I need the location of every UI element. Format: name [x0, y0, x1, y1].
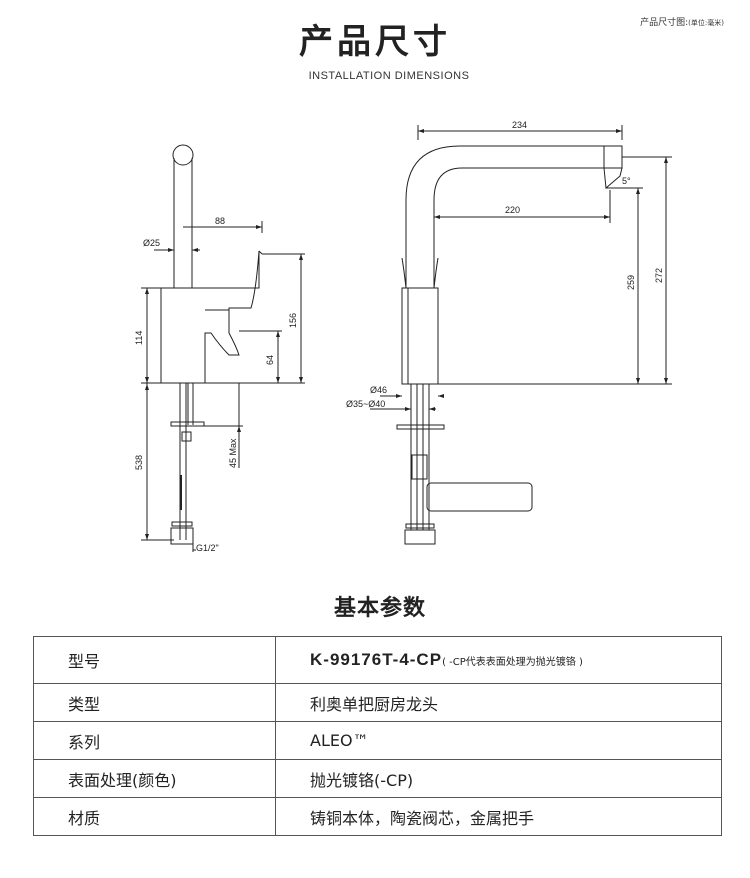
- spec-value: K-99176T-4-CP( -CP代表表面处理为抛光镀铬 ): [275, 636, 722, 684]
- dim-259-label: 259: [626, 275, 636, 290]
- spec-key: 材质: [33, 797, 276, 836]
- dim-dia25-label: Ø25: [143, 238, 160, 248]
- spec-key: 类型: [33, 683, 276, 722]
- hole-dia-label: Ø35~Ø40: [346, 399, 385, 409]
- dim-272-label: 272: [654, 268, 664, 283]
- arrowheads: [145, 129, 668, 540]
- dim-234-label: 234: [512, 120, 527, 130]
- angle-5-label: 5°: [622, 176, 631, 186]
- model-note: ( -CP代表表面处理为抛光镀铬 ): [442, 657, 583, 668]
- right-view: [370, 125, 672, 545]
- specs-title: 基本参数: [333, 596, 426, 621]
- model-number: K-99176T-4-CP: [310, 650, 443, 669]
- dim-220-label: 220: [505, 205, 520, 215]
- spec-value: 铸铜本体，陶瓷阀芯，金属把手: [275, 797, 722, 836]
- spec-key: 表面处理(颜色): [33, 759, 276, 798]
- table-row: 类型 利奥单把厨房龙头: [33, 683, 722, 722]
- spec-value: 抛光镀铬(-CP): [275, 759, 722, 798]
- spec-key: 系列: [33, 721, 276, 760]
- dimension-drawing: 88 Ø25 114 156 64 538 45 Max G1/2" 234 2…: [134, 120, 672, 553]
- table-row: 系列 ALEO™: [33, 721, 722, 760]
- thread-label: G1/2": [196, 543, 219, 553]
- page-subtitle: INSTALLATION DIMENSIONS: [308, 70, 470, 82]
- spec-key: 型号: [33, 636, 276, 684]
- table-row: 型号 K-99176T-4-CP( -CP代表表面处理为抛光镀铬 ): [33, 636, 722, 684]
- table-row: 表面处理(颜色) 抛光镀铬(-CP): [33, 759, 722, 798]
- page-title: 产品尺寸: [299, 22, 451, 62]
- unit-note: 产品尺寸图:(单位:毫米): [640, 15, 724, 28]
- dia-46-label: Ø46: [370, 385, 387, 395]
- dim-88-label: 88: [215, 216, 225, 226]
- dim-538-label: 538: [134, 455, 144, 470]
- table-row: 材质 铸铜本体，陶瓷阀芯，金属把手: [33, 797, 722, 836]
- spec-value: 利奥单把厨房龙头: [275, 683, 722, 722]
- dim-64-label: 64: [265, 355, 275, 365]
- spec-value: ALEO™: [275, 721, 722, 760]
- dim-45max-label: 45 Max: [228, 438, 238, 468]
- left-view: [141, 144, 305, 552]
- unit-detail: (单位:毫米): [688, 19, 724, 27]
- unit-label: 产品尺寸图:: [640, 18, 689, 28]
- specs-table: 型号 K-99176T-4-CP( -CP代表表面处理为抛光镀铬 ) 类型 利奥…: [33, 636, 722, 836]
- dim-114-label: 114: [134, 331, 144, 345]
- dim-156-label: 156: [288, 313, 298, 328]
